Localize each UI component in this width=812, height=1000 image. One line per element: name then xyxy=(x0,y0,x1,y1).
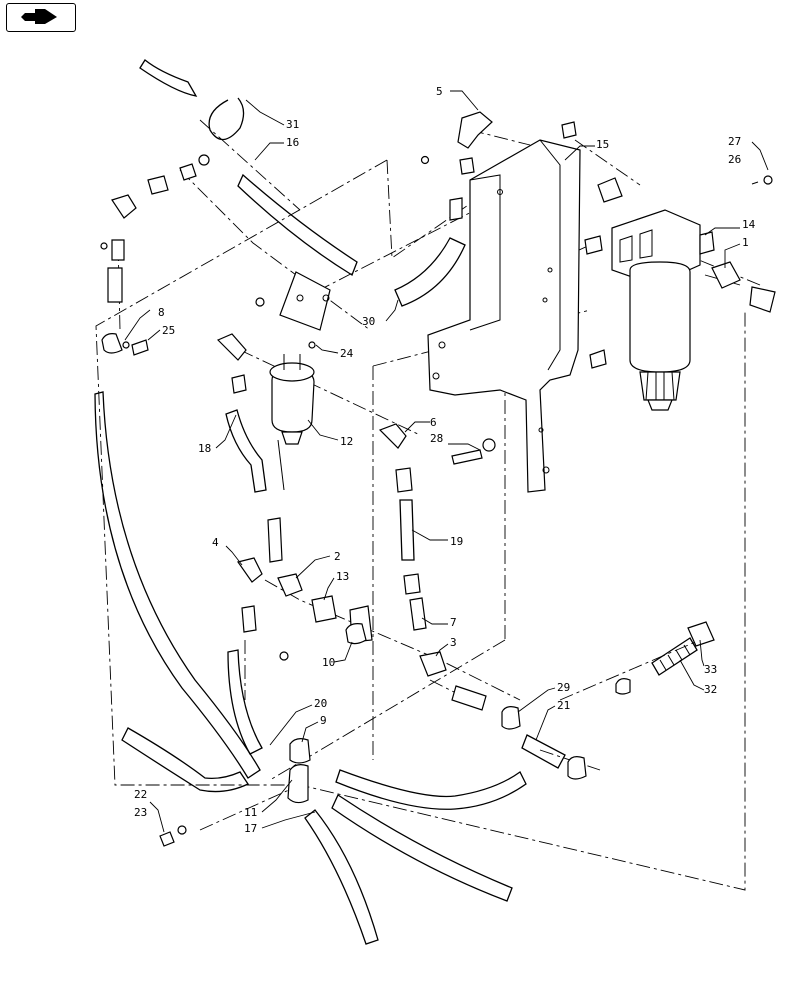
callout-19: 19 xyxy=(450,535,463,548)
callout-8: 8 xyxy=(158,306,165,319)
fuel-pump xyxy=(255,271,331,491)
callout-26: 26 xyxy=(728,153,741,166)
callout-29: 29 xyxy=(557,681,570,694)
callout-24: 24 xyxy=(340,347,354,360)
next-page-arrow-icon xyxy=(21,9,57,24)
callout-15: 15 xyxy=(596,138,609,151)
callout-22: 22 xyxy=(134,788,147,801)
callout-9: 9 xyxy=(320,714,327,727)
callout-16: 16 xyxy=(286,136,299,149)
callout-21: 21 xyxy=(557,699,570,712)
callout-33: 33 xyxy=(704,663,717,676)
fuel-filter xyxy=(561,121,776,411)
fittings xyxy=(100,97,715,847)
callout-labels: 31 16 5 15 27 26 14 1 30 8 25 24 18 12 6… xyxy=(134,85,756,835)
callout-13: 13 xyxy=(336,570,349,583)
callout-32: 32 xyxy=(704,683,717,696)
callout-17: 17 xyxy=(244,822,257,835)
callout-4: 4 xyxy=(212,536,219,549)
callout-12: 12 xyxy=(340,435,353,448)
callout-30: 30 xyxy=(362,315,375,328)
callout-3: 3 xyxy=(450,636,457,649)
callout-27: 27 xyxy=(728,135,741,148)
callout-25: 25 xyxy=(162,324,175,337)
callout-7: 7 xyxy=(450,616,457,629)
callout-20: 20 xyxy=(314,697,327,710)
callout-10: 10 xyxy=(322,656,335,669)
hoses xyxy=(94,59,698,945)
callout-1: 1 xyxy=(742,236,749,249)
callout-11: 11 xyxy=(244,806,257,819)
callout-5: 5 xyxy=(436,85,443,98)
callout-28: 28 xyxy=(430,432,443,445)
callout-18: 18 xyxy=(198,442,211,455)
leader-lines xyxy=(124,90,769,833)
callout-31: 31 xyxy=(286,118,299,131)
callout-23: 23 xyxy=(134,806,147,819)
callout-6: 6 xyxy=(430,416,437,429)
mounting-bracket xyxy=(427,139,581,493)
callout-2: 2 xyxy=(334,550,341,563)
callout-14: 14 xyxy=(742,218,756,231)
next-page-button[interactable] xyxy=(6,3,76,32)
